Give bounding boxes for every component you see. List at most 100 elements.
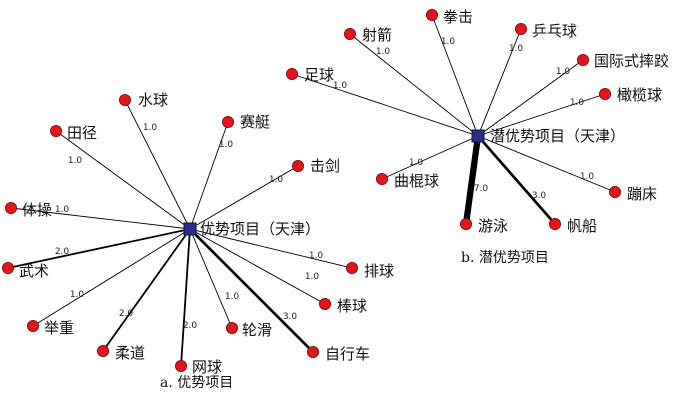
edge-a-12: [180, 228, 191, 367]
node-label-b-8: 游泳: [478, 217, 508, 235]
node-label-b-2: 乒乓球: [532, 22, 577, 40]
edge-weight-a-8: 1.0: [305, 272, 320, 282]
node-b-2: [515, 22, 528, 35]
node-b-5: [599, 88, 612, 101]
edge-weight-b-2: 1.0: [509, 44, 524, 54]
node-label-b-3: 国际式摔跤: [594, 52, 669, 70]
node-label-a-0: 水球: [138, 91, 168, 109]
edge-weight-b-1: 1.0: [441, 37, 456, 47]
edge-weight-a-2: 1.0: [68, 156, 83, 166]
edge-a-2: [55, 130, 191, 230]
edge-b-6: [381, 135, 479, 180]
edge-weight-a-3: 1.0: [269, 175, 284, 185]
edge-weight-b-9: 3.0: [532, 191, 547, 201]
edge-a-8: [189, 228, 326, 305]
edge-weight-b-6: 1.0: [409, 158, 424, 168]
edge-weight-b-8: 7.0: [474, 184, 489, 194]
node-b-1: [425, 8, 438, 21]
node-label-a-9: 柔道: [115, 344, 145, 362]
edge-a-7: [32, 228, 191, 327]
node-b-3: [577, 54, 590, 67]
node-a-1: [221, 116, 234, 129]
node-label-a-3: 击剑: [310, 157, 340, 175]
hub-label-b: 潜优势项目（天津）: [490, 127, 625, 145]
node-b-6: [375, 172, 388, 185]
node-label-b-6: 曲棍球: [394, 172, 439, 190]
edge-weight-a-1: 1.0: [219, 140, 234, 150]
node-a-12: [174, 359, 187, 372]
caption-b: b. 潜优势项目: [461, 250, 549, 266]
edge-weight-b-5: 1.0: [570, 98, 585, 108]
edge-b-0: [349, 33, 479, 137]
edge-b-1: [431, 14, 479, 137]
edge-a-4: [10, 207, 191, 230]
node-label-a-6: 排球: [364, 262, 394, 280]
caption-a: a. 优势项目: [160, 375, 233, 391]
hub-b: [471, 129, 485, 143]
node-label-a-10: 轮滑: [242, 321, 272, 339]
node-b-9: [549, 217, 562, 230]
edge-weight-a-10: 1.0: [225, 292, 240, 302]
edge-b-4: [291, 73, 479, 137]
node-label-a-5: 武术: [19, 262, 49, 280]
edge-weight-a-12: 2.0: [183, 321, 198, 331]
edge-a-9: [102, 228, 191, 352]
edge-weight-a-4: 1.0: [55, 205, 70, 215]
edge-b-2: [477, 28, 522, 137]
node-a-6: [345, 261, 358, 274]
node-label-a-12: 网球: [192, 358, 222, 376]
node-label-a-4: 体操: [22, 201, 52, 219]
edge-a-6: [189, 228, 353, 269]
node-label-b-1: 拳击: [443, 8, 473, 26]
edge-weight-b-3: 1.0: [556, 67, 571, 77]
node-label-b-5: 橄榄球: [617, 86, 662, 104]
edge-b-7: [477, 135, 616, 193]
node-label-b-4: 足球: [304, 66, 334, 84]
node-b-4: [285, 68, 298, 81]
node-label-b-7: 蹦床: [627, 185, 657, 203]
node-a-7: [26, 319, 39, 332]
node-a-8: [318, 297, 331, 310]
edge-b-5: [477, 93, 606, 137]
edge-weight-b-4: 1.0: [333, 81, 348, 91]
node-b-7: [609, 185, 622, 198]
edge-weight-a-6: 1.0: [309, 251, 324, 261]
edge-a-3: [189, 165, 299, 230]
node-label-a-7: 举重: [44, 319, 74, 337]
edge-a-0: [124, 99, 191, 230]
node-a-11: [306, 345, 319, 358]
edge-a-11: [188, 227, 315, 354]
node-a-10: [225, 321, 238, 334]
node-a-5: [2, 261, 14, 274]
node-label-b-0: 射箭: [362, 26, 392, 44]
node-label-a-1: 赛艇: [240, 113, 270, 131]
edge-weight-a-11: 3.0: [283, 312, 298, 322]
edge-weight-b-7: 1.0: [580, 172, 595, 182]
edge-weight-b-0: 1.0: [376, 47, 391, 57]
edge-a-5: [7, 228, 191, 269]
node-a-0: [119, 94, 132, 107]
node-label-a-8: 棒球: [337, 297, 367, 315]
hub-a: [183, 222, 197, 236]
edge-b-3: [477, 59, 584, 137]
node-b-0: [343, 27, 356, 40]
node-a-3: [291, 159, 304, 172]
node-label-b-9: 帆船: [567, 217, 597, 235]
edge-weight-a-9: 2.0: [119, 309, 134, 319]
node-a-9: [97, 344, 110, 357]
node-label-a-11: 自行车: [325, 345, 370, 363]
edge-weight-a-7: 1.0: [70, 290, 85, 300]
edge-weight-a-0: 1.0: [143, 123, 158, 133]
node-b-8: [459, 217, 472, 230]
edge-a-1: [189, 121, 229, 230]
node-label-a-2: 田径: [67, 124, 97, 142]
edge-a-10: [189, 228, 233, 329]
hub-label-a: 优势项目（天津）: [200, 220, 320, 238]
edge-b-9: [476, 134, 557, 226]
edge-b-8: [462, 132, 482, 228]
node-a-4: [5, 201, 17, 214]
node-a-2: [50, 125, 63, 138]
